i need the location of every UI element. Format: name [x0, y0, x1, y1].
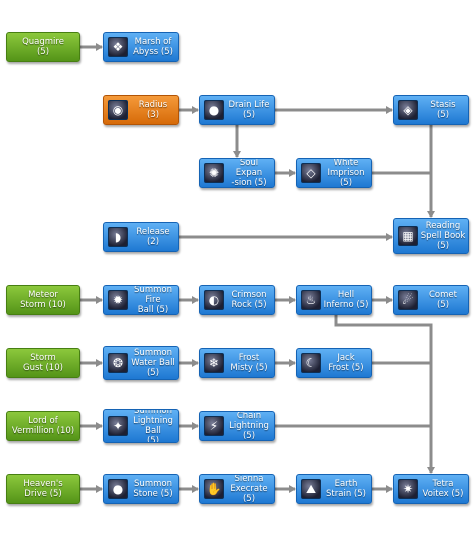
- skill-label: Jack Frost (5): [328, 353, 364, 373]
- skill-frost-misty[interactable]: ❄ Frost Misty (5): [199, 348, 275, 378]
- skill-label: Chain Lightning (5): [229, 411, 269, 441]
- white-imprison-icon: ◇: [301, 163, 321, 183]
- skill-release[interactable]: ◗ Release (2): [103, 222, 179, 252]
- jack-frost-icon: ☾: [301, 353, 321, 373]
- skill-marsh-of-abyss[interactable]: ❖ Marsh of Abyss (5): [103, 32, 179, 62]
- chain-lightning-icon: ⚡: [204, 416, 224, 436]
- skill-meteor-storm[interactable]: Meteor Storm (10): [6, 285, 80, 315]
- skill-soul-expansion[interactable]: ✺ Soul Expan -sion (5): [199, 158, 275, 188]
- skill-label: Summon Fire Ball (5): [134, 285, 172, 315]
- hell-inferno-icon: ♨: [301, 290, 321, 310]
- frost-misty-icon: ❄: [204, 353, 224, 373]
- skill-label: Summon Stone (5): [133, 479, 173, 499]
- skill-stasis[interactable]: ◈ Stasis (5): [393, 95, 469, 125]
- skill-label: White Imprison (5): [327, 158, 365, 188]
- skill-label: Summon Lightning Ball (5): [133, 409, 173, 443]
- skill-label: Storm Gust (10): [23, 353, 63, 373]
- sienna-execrate-icon: ✋: [204, 479, 224, 499]
- skill-label: Quagmire (5): [22, 37, 64, 57]
- tetra-vortex-icon: ✷: [398, 479, 418, 499]
- summon-fireball-icon: ✹: [108, 290, 128, 310]
- skill-comet[interactable]: ☄ Comet (5): [393, 285, 469, 315]
- skill-label: Soul Expan -sion (5): [231, 158, 267, 188]
- skill-crimson-rock[interactable]: ◐ Crimson Rock (5): [199, 285, 275, 315]
- skill-summon-stone[interactable]: ● Summon Stone (5): [103, 474, 179, 504]
- skill-label: Radius (3): [138, 100, 168, 120]
- skill-drain-life[interactable]: ● Drain Life (5): [199, 95, 275, 125]
- skill-label: Sienna Execrate (5): [230, 474, 268, 504]
- skill-earth-strain[interactable]: ⛰ Earth Strain (5): [296, 474, 372, 504]
- skill-lord-of-vermillion[interactable]: Lord of Vermillion (10): [6, 411, 80, 441]
- skill-label: Crimson Rock (5): [231, 290, 267, 310]
- crimson-rock-icon: ◐: [204, 290, 224, 310]
- skill-label: Hell Inferno (5): [323, 290, 369, 310]
- radius-icon: ◉: [108, 100, 128, 120]
- skill-sienna-execrate[interactable]: ✋ Sienna Execrate (5): [199, 474, 275, 504]
- release-icon: ◗: [108, 227, 128, 247]
- skill-label: Heaven's Drive (5): [23, 479, 63, 499]
- skill-label: Drain Life (5): [228, 100, 270, 120]
- skill-label: Release (2): [136, 227, 170, 247]
- stasis-icon: ◈: [398, 100, 418, 120]
- comet-icon: ☄: [398, 290, 418, 310]
- skill-reading-spellbook[interactable]: ▦ Reading Spell Book (5): [393, 218, 469, 254]
- skill-summon-waterball[interactable]: ❂ Summon Water Ball (5): [103, 346, 179, 380]
- skill-label: Comet (5): [429, 290, 457, 310]
- skill-white-imprison[interactable]: ◇ White Imprison (5): [296, 158, 372, 188]
- skill-label: Frost Misty (5): [230, 353, 268, 373]
- skill-label: Meteor Storm (10): [20, 290, 66, 310]
- summon-waterball-icon: ❂: [108, 353, 128, 373]
- skill-summon-fireball[interactable]: ✹ Summon Fire Ball (5): [103, 285, 179, 315]
- skill-hell-inferno[interactable]: ♨ Hell Inferno (5): [296, 285, 372, 315]
- skill-radius[interactable]: ◉ Radius (3): [103, 95, 179, 125]
- skill-label: Marsh of Abyss (5): [133, 37, 173, 57]
- earth-strain-icon: ⛰: [301, 479, 321, 499]
- skill-label: Tetra Voitex (5): [422, 479, 464, 499]
- skill-label: Stasis (5): [430, 100, 456, 120]
- skill-label: Reading Spell Book (5): [420, 221, 466, 251]
- skill-summon-lightningball[interactable]: ✦ Summon Lightning Ball (5): [103, 409, 179, 443]
- skill-quagmire[interactable]: Quagmire (5): [6, 32, 80, 62]
- skill-label: Lord of Vermillion (10): [11, 416, 75, 436]
- soul-expansion-icon: ✺: [204, 163, 224, 183]
- skill-tetra-vortex[interactable]: ✷ Tetra Voitex (5): [393, 474, 469, 504]
- skill-label: Earth Strain (5): [326, 479, 366, 499]
- summon-lightningball-icon: ✦: [108, 416, 128, 436]
- skill-storm-gust[interactable]: Storm Gust (10): [6, 348, 80, 378]
- marsh-of-abyss-icon: ❖: [108, 37, 128, 57]
- drain-life-icon: ●: [204, 100, 224, 120]
- summon-stone-icon: ●: [108, 479, 128, 499]
- skill-chain-lightning[interactable]: ⚡ Chain Lightning (5): [199, 411, 275, 441]
- skill-heavens-drive[interactable]: Heaven's Drive (5): [6, 474, 80, 504]
- connector-inferno-tetra: [334, 315, 435, 474]
- skill-jack-frost[interactable]: ☾ Jack Frost (5): [296, 348, 372, 378]
- skill-label: Summon Water Ball (5): [131, 348, 175, 378]
- reading-spellbook-icon: ▦: [398, 226, 418, 246]
